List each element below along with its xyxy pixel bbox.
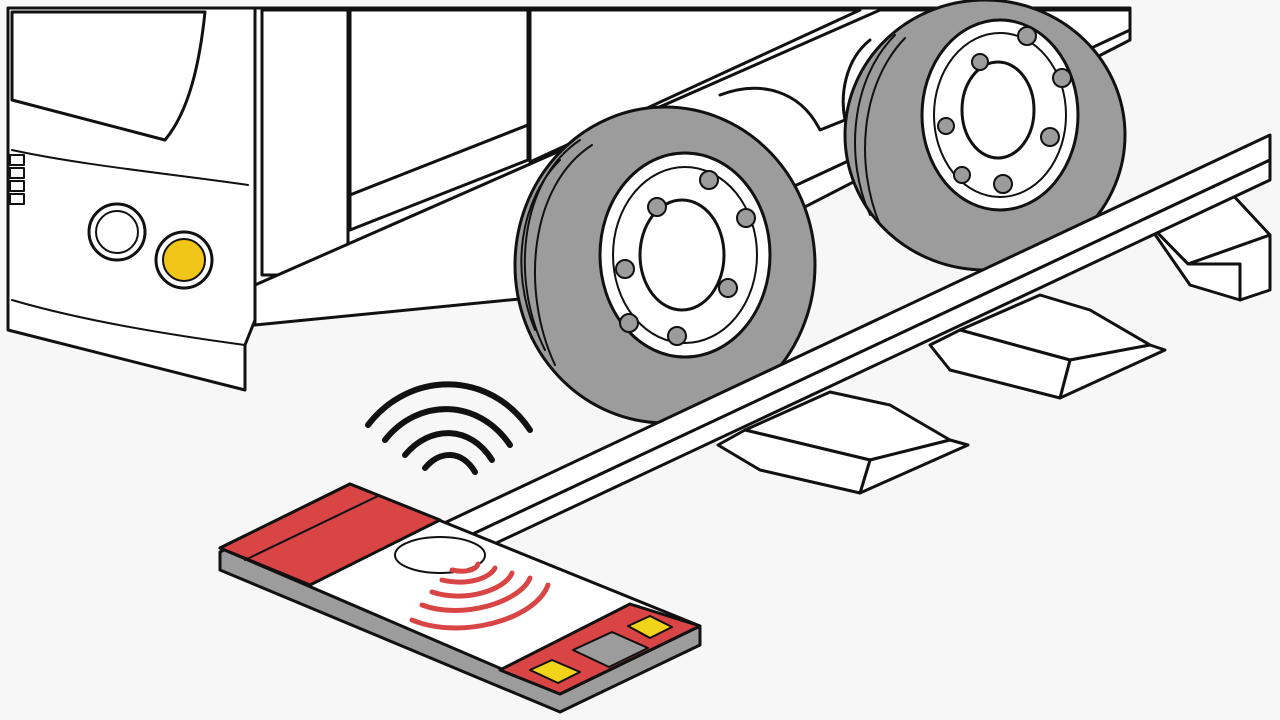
- nfc-waves-icon: [409, 561, 551, 631]
- front-vent: [9, 154, 25, 205]
- sensor-contact-point: [394, 536, 486, 574]
- wireless-signal-icon: [365, 381, 533, 475]
- speed-bump-middle: [928, 293, 1167, 400]
- front-wheel: [513, 105, 817, 425]
- card-red-band-top: [218, 482, 442, 587]
- headlamp-left: [87, 202, 147, 262]
- windshield: [10, 10, 207, 142]
- headlamp-right-amber: [154, 230, 214, 290]
- card-pad-right: [627, 615, 673, 639]
- contactless-card-icon: [218, 482, 702, 714]
- rear-wheel: [843, 0, 1127, 272]
- card-pad-left: [529, 659, 581, 684]
- bus-door: [260, 8, 350, 277]
- speed-bump-front: [716, 390, 970, 495]
- card-chip: [572, 631, 649, 668]
